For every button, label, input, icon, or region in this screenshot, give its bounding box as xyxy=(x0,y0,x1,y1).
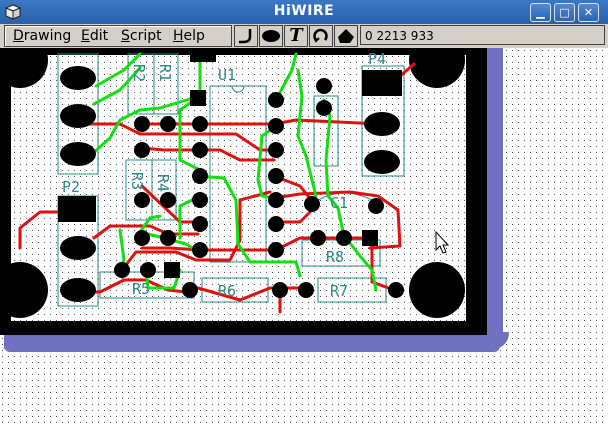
label-r2: R2 xyxy=(130,64,148,82)
coordinate-readout: 0 2213 933 xyxy=(360,25,605,45)
label-r1: R1 xyxy=(156,64,174,82)
pad-tool-icon xyxy=(262,30,280,42)
minimize-button[interactable]: ▁ xyxy=(530,3,551,22)
menu-edit[interactable]: Edit xyxy=(81,28,109,44)
app-cube-icon xyxy=(4,4,22,20)
menu-script[interactable]: Script xyxy=(121,28,162,44)
component-pads xyxy=(58,48,404,302)
polygon-tool-icon xyxy=(338,29,354,43)
close-button[interactable]: ✕ xyxy=(578,3,599,22)
silkscreen-labels: P4 U1 P2 R5 R6 R7 R8 C1 R1 R2 R3 R4 xyxy=(62,50,386,300)
label-r4: R4 xyxy=(154,174,172,192)
label-r8: R8 xyxy=(326,248,344,266)
menu-container: Drawing Edit Script Help xyxy=(4,25,232,47)
ic-notch xyxy=(231,85,245,93)
pcb-canvas[interactable]: P4 U1 P2 R5 R6 R7 R8 C1 R1 R2 R3 R4 xyxy=(0,32,608,428)
menu-help[interactable]: Help xyxy=(173,28,205,44)
pad-tool-button[interactable] xyxy=(259,25,283,47)
mount-hole-bottom-right xyxy=(409,262,465,318)
label-r3: R3 xyxy=(128,172,146,190)
mouse-cursor xyxy=(435,230,450,254)
label-p4: P4 xyxy=(368,50,386,68)
label-r5: R5 xyxy=(132,280,150,298)
mount-hole-bottom-left xyxy=(0,262,48,318)
menu-drawing[interactable]: Drawing xyxy=(13,28,72,44)
label-u1: U1 xyxy=(218,66,236,84)
arc-tool-button[interactable] xyxy=(309,25,333,47)
label-r7: R7 xyxy=(330,282,348,300)
maximize-button[interactable]: □ xyxy=(554,3,575,22)
arc-tool-icon xyxy=(313,28,328,43)
polygon-tool-button[interactable] xyxy=(334,25,358,47)
trace-tool-button[interactable] xyxy=(234,25,258,47)
ground-frame-right xyxy=(466,48,480,328)
menu-bar: Drawing Edit Script Help T 0 2213 933 xyxy=(0,24,608,49)
pcb-drawing[interactable]: P4 U1 P2 R5 R6 R7 R8 C1 R1 R2 R3 R4 xyxy=(0,32,608,428)
text-tool-icon: T xyxy=(289,25,303,46)
title-bar: HiWIRE ▁ □ ✕ xyxy=(0,0,608,24)
window-title: HiWIRE xyxy=(273,3,335,19)
label-p2: P2 xyxy=(62,178,80,196)
label-c1: C1 xyxy=(330,194,348,212)
trace-tool-icon xyxy=(239,29,252,44)
text-tool-button[interactable]: T xyxy=(284,25,308,47)
label-r6: R6 xyxy=(218,282,236,300)
